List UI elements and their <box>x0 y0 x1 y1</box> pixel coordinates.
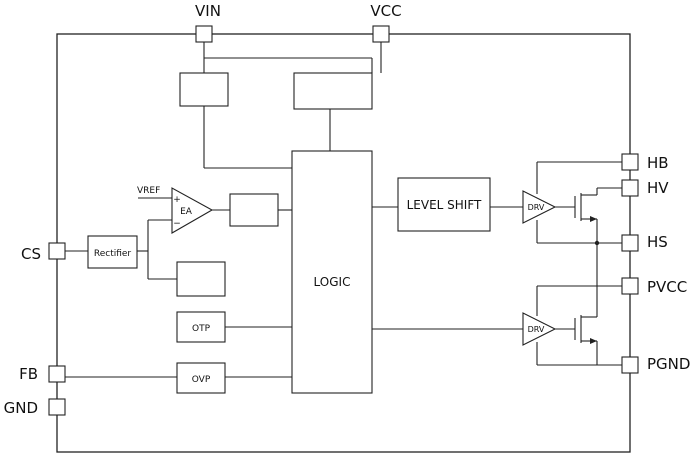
error-amplifier <box>171 187 214 234</box>
hs-pin-pad <box>621 234 639 252</box>
vcc-pin-label: VCC <box>370 2 401 20</box>
gnd-pin-label: GND <box>4 399 38 417</box>
vcc-pin-pad <box>372 25 390 43</box>
fb-pin-label: FB <box>19 365 38 383</box>
hs-junction-dot <box>594 240 600 246</box>
hv-pin-label: HV <box>647 179 669 197</box>
ovp-block <box>176 362 226 394</box>
pgnd-pin-pad <box>621 356 639 374</box>
level-shift-label: LEVEL SHIFT <box>407 198 482 212</box>
rectifier-label: Rectifier <box>94 249 132 259</box>
vin-pin-label: VIN <box>195 2 221 20</box>
logic-block <box>291 150 373 394</box>
pgnd-pin-label: PGND <box>647 355 690 373</box>
ea-minus-sign: − <box>173 219 181 229</box>
high-driver-label: DRV <box>528 203 545 212</box>
cs-pin-label: CS <box>21 245 41 263</box>
ea-plus-sign: + <box>173 195 181 205</box>
hb-pin-pad <box>621 153 639 171</box>
high-mosfet-arrow <box>590 216 597 222</box>
otp-label: OTP <box>192 324 211 334</box>
vcc-regulator-block <box>293 72 373 110</box>
low-side-driver <box>522 312 557 346</box>
level-shift-block <box>397 177 491 232</box>
fb-pin-pad <box>48 365 66 383</box>
gnd-pin-pad <box>48 398 66 416</box>
otp-block <box>176 311 226 343</box>
ovp-label: OVP <box>192 375 211 385</box>
ea-output-block <box>229 193 279 227</box>
vin-regulator-block <box>179 72 229 107</box>
hs-pin-label: HS <box>647 233 668 251</box>
pvcc-pin-pad <box>621 277 639 295</box>
vref-label: VREF <box>137 186 160 196</box>
hv-pin-pad <box>621 179 639 197</box>
ea-label: EA <box>180 207 193 217</box>
cs-comparator-block <box>176 261 226 297</box>
hb-pin-label: HB <box>647 154 669 172</box>
low-mosfet-arrow <box>590 338 597 344</box>
low-driver-label: DRV <box>528 325 545 334</box>
pvcc-pin-label: PVCC <box>647 278 687 296</box>
rectifier-block <box>87 235 138 269</box>
cs-pin-pad <box>48 242 66 260</box>
vin-pin-pad <box>195 25 213 43</box>
high-side-driver <box>522 190 557 224</box>
wires <box>64 42 622 378</box>
logic-label: LOGIC <box>314 275 351 289</box>
